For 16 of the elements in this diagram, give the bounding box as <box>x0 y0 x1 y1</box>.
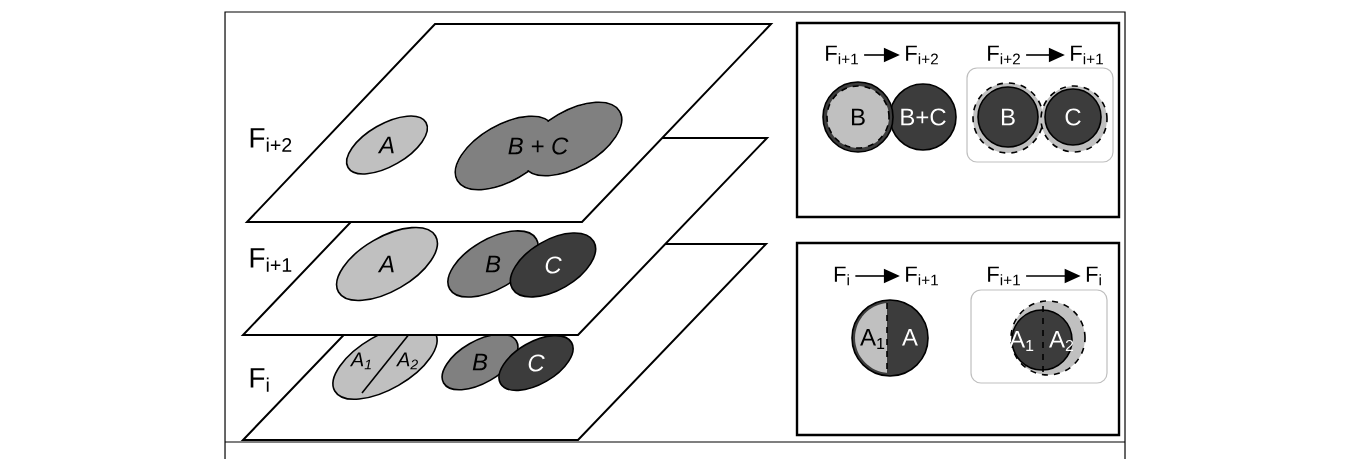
frame-label: F$_{i}$ <box>1086 266 1101 286</box>
merged-region: B + C <box>454 101 623 191</box>
rounded-box <box>966 67 1114 163</box>
panel-box <box>795 241 1121 437</box>
frame-label: F$_{i+2}$ <box>906 45 938 65</box>
panel-box <box>795 21 1121 219</box>
layer-label: F$_{i+2}$ <box>250 128 292 152</box>
frame-label: F$_{i}$ <box>834 266 849 286</box>
frame-label: F$_{i+2}$ <box>988 45 1020 65</box>
frame-label: F$_{i+1}$ <box>826 45 858 65</box>
rounded-box <box>970 289 1108 384</box>
frame-label: F$_{i+1}$ <box>988 266 1020 286</box>
frame-label: F$_{i+1}$ <box>906 266 938 286</box>
frame-label: F$_{i+1}$ <box>1071 45 1103 65</box>
layer-label: F$_{i}$ <box>250 368 269 392</box>
layer-label: F$_{i+1}$ <box>250 248 292 272</box>
